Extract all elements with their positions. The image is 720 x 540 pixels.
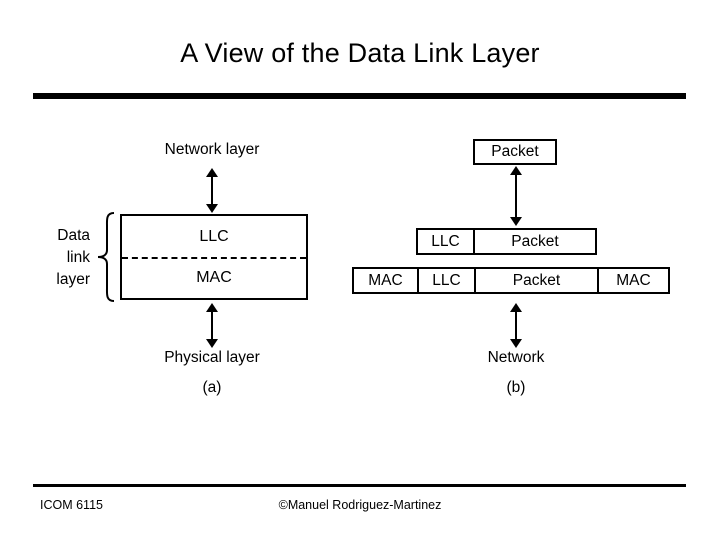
arrow-mac-to-network-icon	[510, 303, 523, 348]
packet-box-top: Packet	[473, 139, 557, 165]
data-link-layer-label: Data link layer	[20, 225, 90, 291]
mac-frame-cell-payload: Packet	[476, 269, 599, 292]
arrow-packet-to-llc-icon	[510, 166, 523, 226]
title-divider	[33, 93, 686, 99]
data-link-layer-label-line-2: link	[66, 249, 90, 266]
mac-sublayer-label: MAC	[196, 269, 232, 286]
caption-a: (a)	[202, 379, 222, 396]
footer-course-code: ICOM 6115	[40, 498, 103, 512]
footer-divider	[33, 484, 686, 487]
arrow-mac-to-physical-icon	[206, 303, 219, 348]
footer-copyright: ©Manuel Rodriguez-Martinez	[278, 498, 442, 512]
llc-frame-row: LLC Packet	[416, 228, 597, 255]
sublayer-divider	[122, 257, 306, 259]
mac-frame-row: MAC LLC Packet MAC	[352, 267, 670, 294]
data-link-layer-stack: LLC MAC	[120, 214, 308, 300]
mac-frame-cell-header: MAC	[354, 269, 419, 292]
llc-sublayer-label: LLC	[199, 228, 229, 245]
network-label: Network	[487, 349, 545, 366]
physical-layer-label: Physical layer	[164, 349, 260, 366]
page-title: A View of the Data Link Layer	[180, 38, 540, 68]
llc-frame-cell-payload: Packet	[511, 233, 559, 250]
arrow-network-to-llc-icon	[206, 168, 219, 213]
network-layer-label: Network layer	[164, 141, 260, 158]
data-link-layer-label-line-1: Data	[57, 227, 90, 244]
data-link-layer-label-line-3: layer	[56, 271, 90, 288]
mac-frame-cell-trailer: MAC	[616, 272, 651, 289]
caption-b: (b)	[506, 379, 526, 396]
data-link-layer-brace-icon	[97, 212, 115, 302]
mac-frame-cell-llc: LLC	[419, 269, 476, 292]
llc-frame-cell-header: LLC	[418, 230, 475, 253]
